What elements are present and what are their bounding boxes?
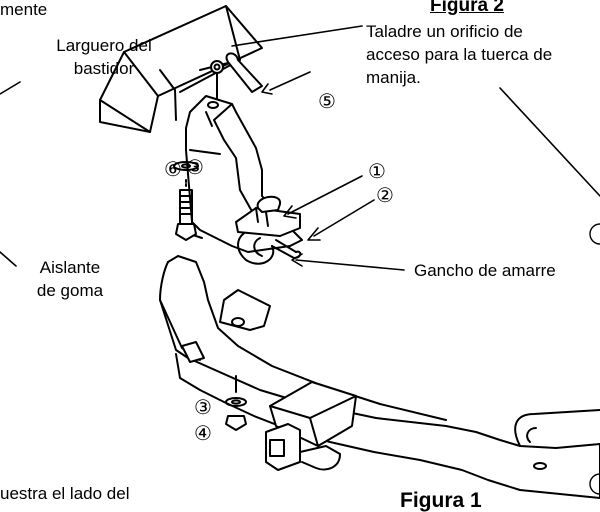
drill-instruction-line1: Taladre un orificio de <box>366 22 523 41</box>
tie-down-hook-label: Gancho de amarre <box>414 261 556 280</box>
callout-2: ② <box>376 183 394 207</box>
frame-rail-label-line2: bastidor <box>73 59 135 78</box>
drill-instruction-line2: acceso para la tuerca de <box>366 45 553 64</box>
figure2-title: Figura 2 <box>430 0 504 16</box>
handle-bolt-drawing <box>210 52 263 113</box>
frame-rail-drawing <box>99 5 263 133</box>
drill-instruction: Taladre un orificio de acceso para la tu… <box>366 20 552 89</box>
rubber-isolator-line1: Aislante <box>39 258 101 277</box>
drill-instruction-line3: manija. <box>366 68 421 87</box>
callout-4: ④ <box>194 421 212 445</box>
bolt-stack-drawing <box>173 161 199 241</box>
callout-1: ① <box>368 159 386 183</box>
leader-lines <box>0 25 600 271</box>
frame-rail-label: Larguero del bastidor <box>34 34 174 80</box>
frame-rail-label-line1: Larguero del <box>56 36 152 55</box>
callout-6: ⑥ <box>164 157 182 181</box>
callout-3-bottom: ③ <box>194 395 212 419</box>
callout-3-top: ③ <box>186 155 204 179</box>
bottom-left-fragment: uestra el lado del <box>0 484 130 503</box>
washer-nut-drawing <box>225 375 247 431</box>
rubber-isolator-label: Aislante de goma <box>20 256 120 302</box>
callout-5: ⑤ <box>318 89 336 113</box>
top-left-fragment: mente <box>0 0 48 19</box>
rubber-isolator-line2: de goma <box>36 281 104 300</box>
receiver-drawing <box>265 381 357 471</box>
